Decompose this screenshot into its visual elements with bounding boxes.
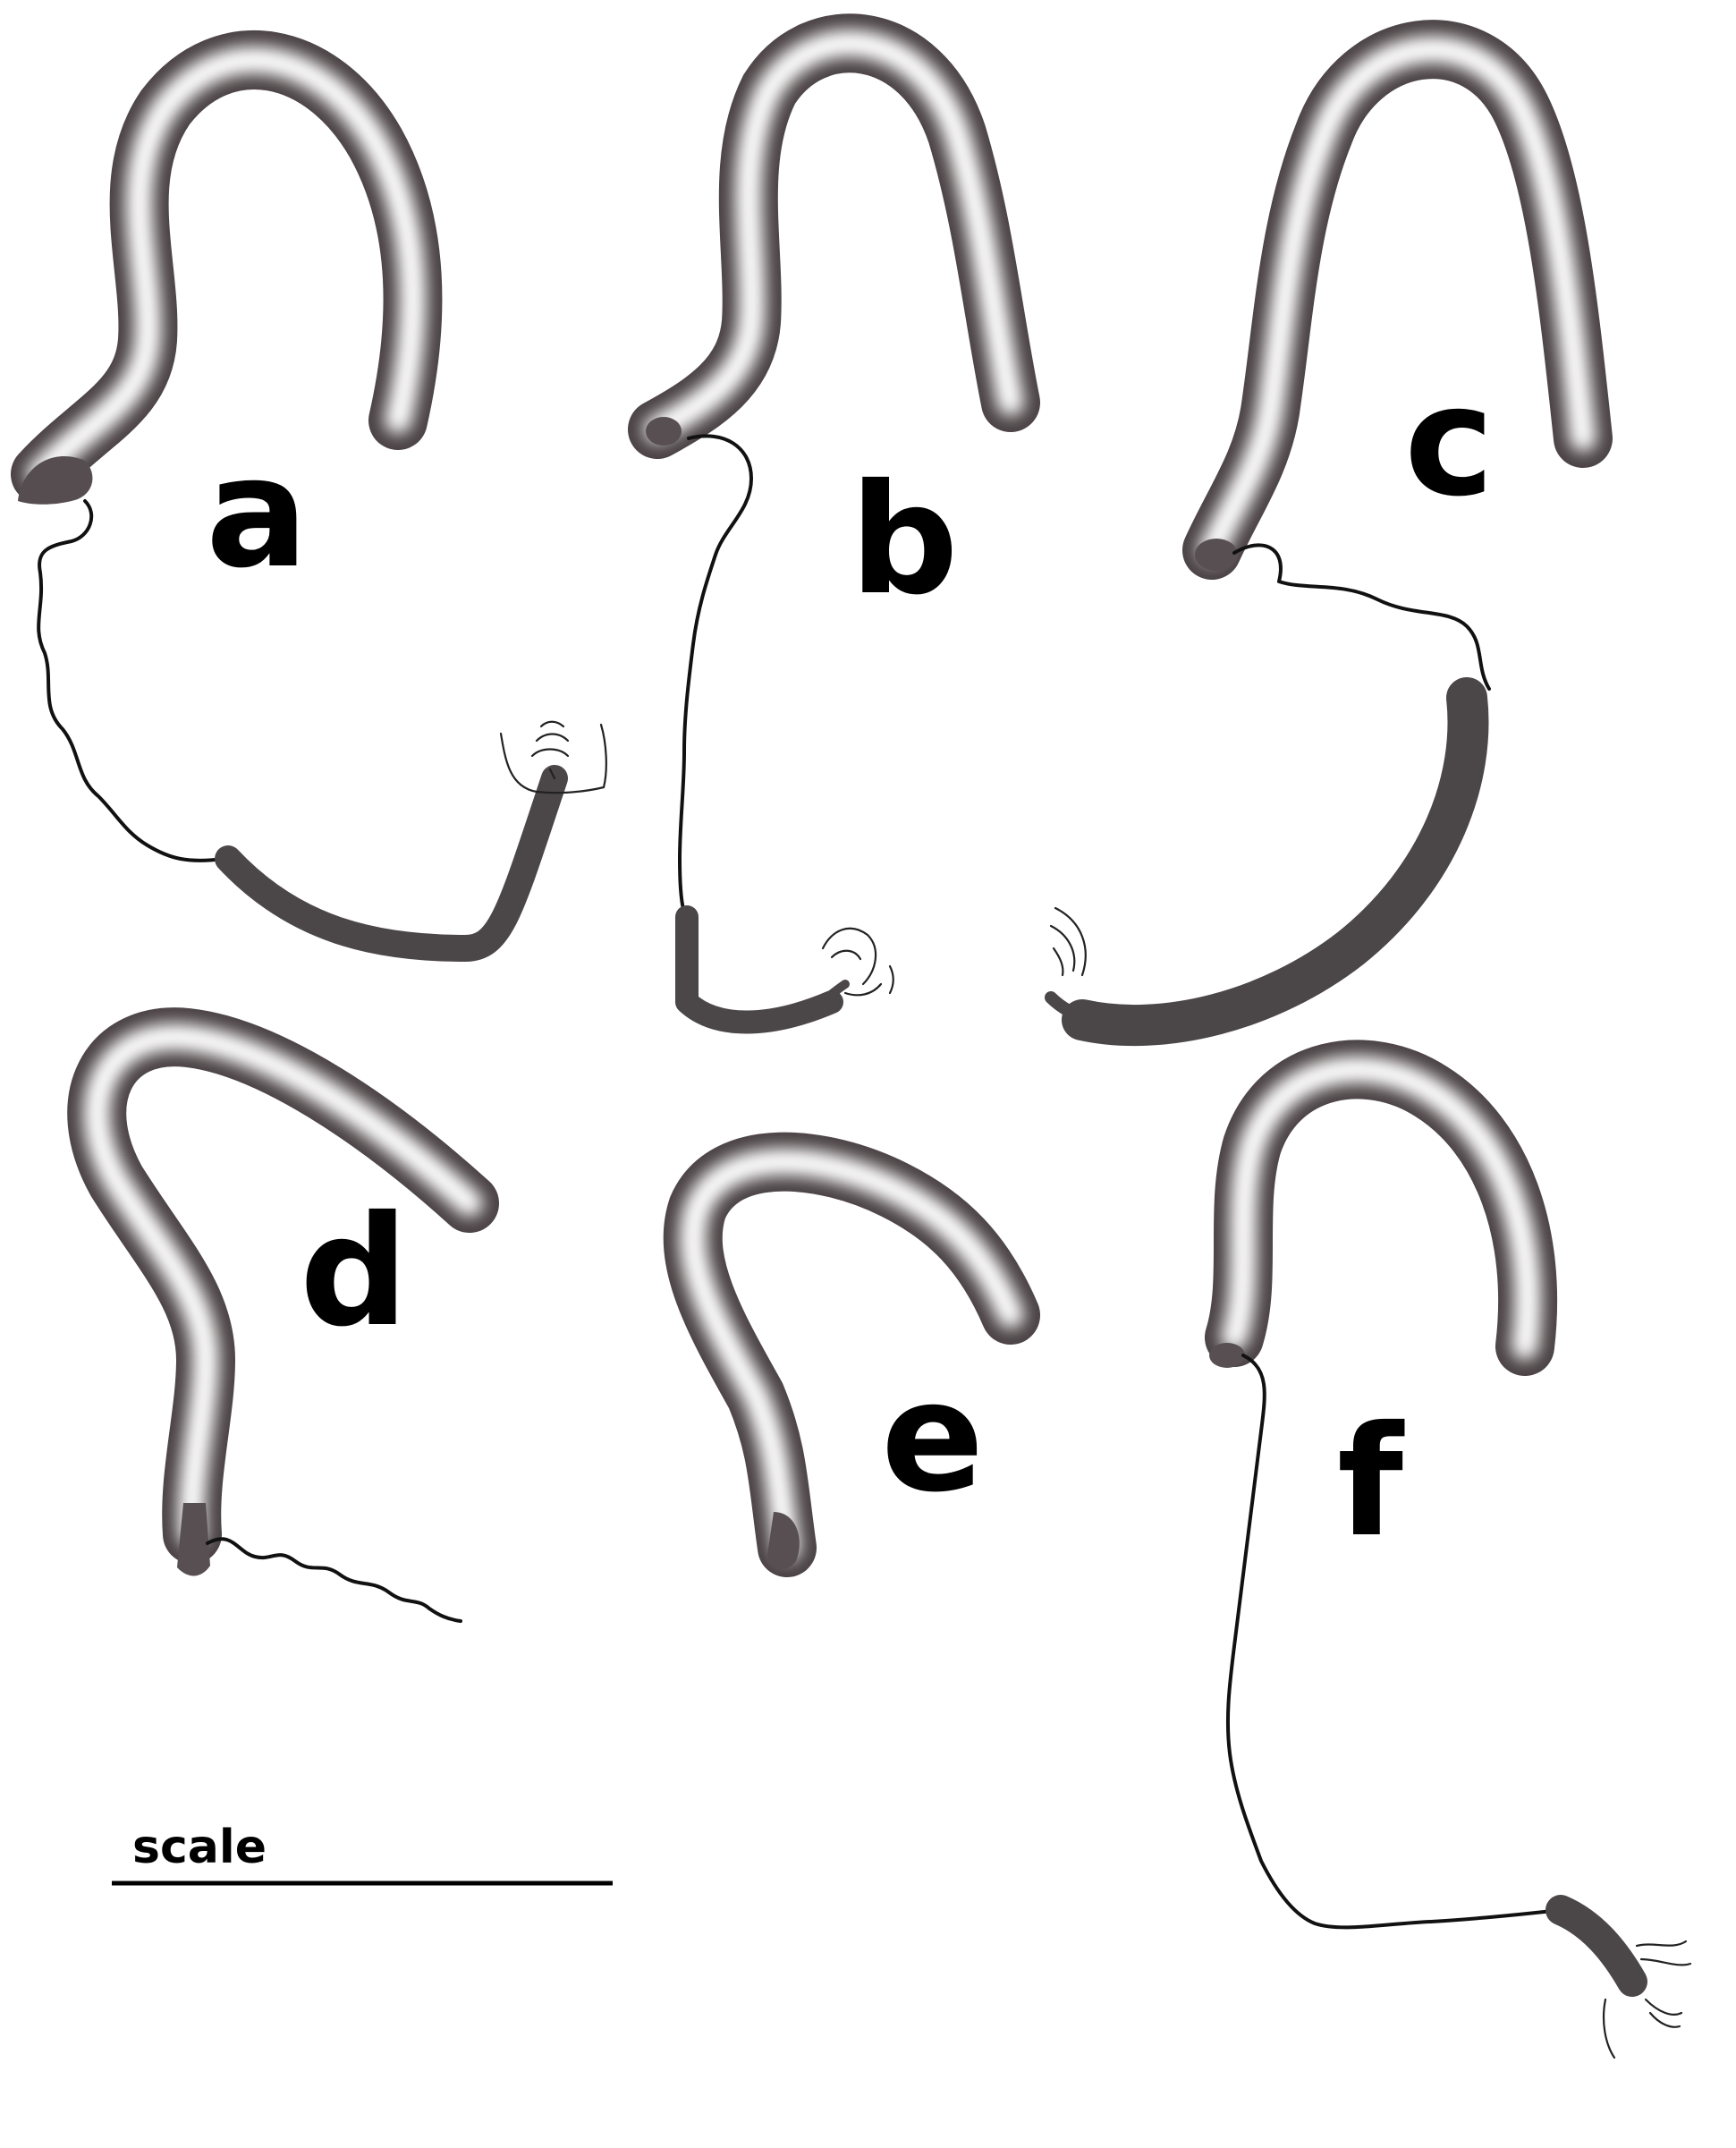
attachment-sketch-a: [499, 720, 607, 794]
body-c: [1182, 20, 1613, 580]
scale-label: scale: [132, 1821, 267, 1874]
sheath-c: [1062, 677, 1489, 1047]
panel-label-b: b: [850, 452, 959, 629]
scale-bar: scale: [112, 1821, 613, 1886]
panel-label-e: e: [881, 1349, 984, 1526]
body-a: [11, 30, 443, 505]
panel-label-c: c: [1404, 353, 1495, 531]
attachment-sketch-c: [1049, 906, 1087, 977]
panel-c: c: [1045, 20, 1613, 1047]
body-f: [1205, 1040, 1558, 1376]
panel-label-d: d: [300, 1184, 409, 1361]
panel-d: d: [67, 1007, 499, 1623]
panel-a: a: [11, 30, 607, 962]
coil-f: [1225, 1354, 1562, 1930]
body-e: [663, 1132, 1040, 1577]
coil-b: [678, 434, 753, 914]
coil-d: [206, 1537, 462, 1623]
body-b: [628, 13, 1040, 459]
sheath-f: [1545, 1895, 1647, 1997]
panel-label-a: a: [206, 425, 309, 602]
panel-b: b: [628, 13, 1040, 1034]
coil-a: [37, 499, 225, 862]
panel-label-f: f: [1337, 1394, 1405, 1571]
sheath-a: [215, 765, 568, 962]
attachment-sketch-b: [821, 927, 894, 997]
coil-c: [1232, 543, 1491, 691]
attachment-sketch-f: [1602, 1940, 1692, 2059]
panel-f: f: [1205, 1040, 1692, 2059]
body-d: [67, 1007, 499, 1576]
panel-e: e: [663, 1132, 1040, 1577]
